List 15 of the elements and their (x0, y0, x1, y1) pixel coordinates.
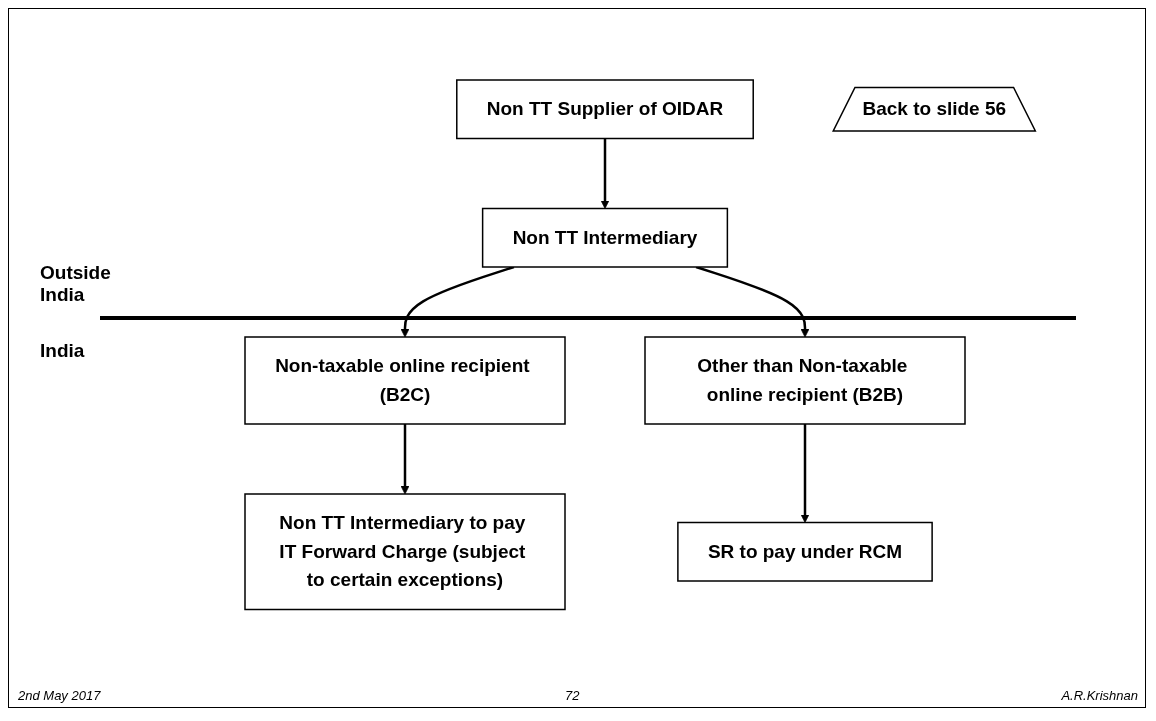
node-box: Other than Non-taxable online recipient (B2B) (644, 336, 966, 425)
arrow (400, 424, 410, 495)
arrow (400, 266, 515, 338)
page-number: 72 (565, 688, 580, 703)
node-box: Non-taxable online recipient (B2C) (244, 336, 566, 425)
footer-author: A.R.Krishnan (1061, 688, 1138, 703)
node-box: Non TT Intermediary (481, 208, 728, 268)
node-box: Non TT Intermediary to pay IT Forward Charge (subject to certain exceptions) (244, 493, 566, 611)
node-box: Non TT Supplier of OIDAR (455, 79, 754, 140)
region-label: India (40, 340, 85, 362)
footer-date: 2nd May 2017 (18, 688, 101, 703)
arrow (695, 266, 810, 338)
region-label: Outside India (40, 262, 112, 306)
arrow (600, 138, 610, 210)
node-box: SR to pay under RCM (676, 522, 933, 582)
